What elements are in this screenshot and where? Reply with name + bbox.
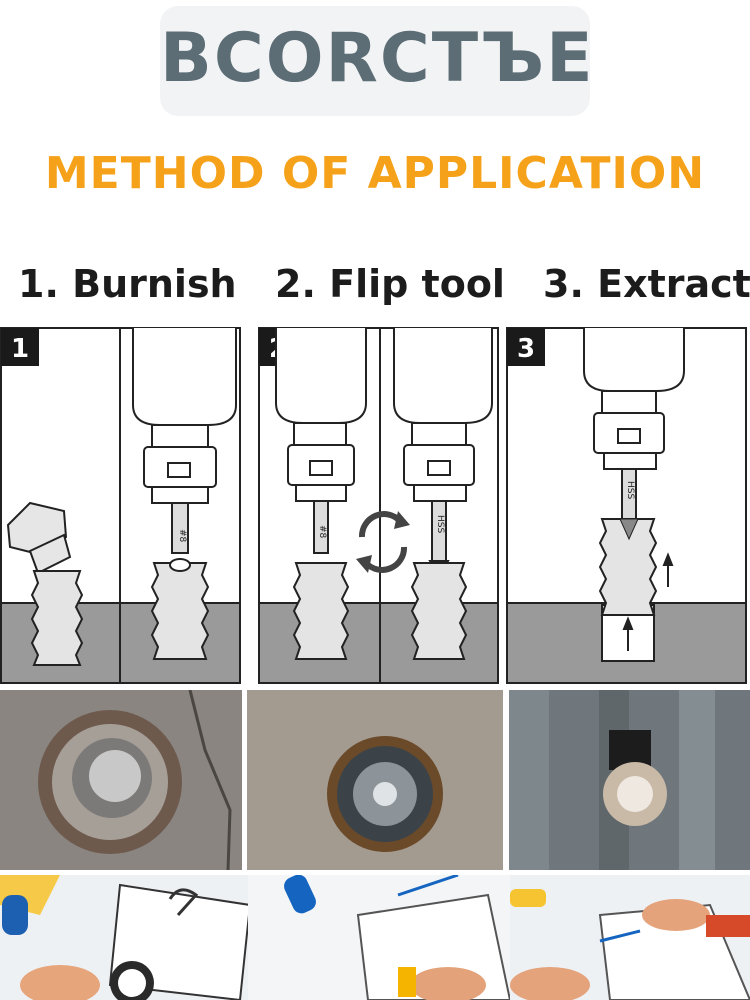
photo-burnished-bolt: [0, 690, 242, 870]
step-1-badge: [1, 328, 39, 366]
step-1-title: 1. Burnish: [18, 262, 237, 306]
drill-icon: #8: [275, 328, 367, 554]
threaded-stud-icon: [150, 558, 210, 660]
threaded-stud-icon: [30, 570, 84, 666]
scene-workers-right: [510, 875, 750, 1000]
brand-logo: BCORCTЪE: [160, 19, 595, 98]
step-1-diagram: 1 #8: [0, 325, 242, 685]
threaded-stud-icon: [410, 562, 468, 660]
step-3-badge: [507, 328, 545, 366]
svg-text:HSS: HSS: [435, 515, 445, 533]
photo-extracted-bolt: [509, 690, 750, 870]
svg-text:#8: #8: [177, 529, 187, 543]
svg-text:#8: #8: [317, 525, 327, 539]
broken-bolt-head-icon: [6, 501, 72, 575]
threaded-stud-icon: [598, 518, 658, 616]
step-3-title: 3. Extract: [543, 262, 750, 306]
drill-icon: HSS: [583, 328, 685, 522]
scene-workers-left: [0, 875, 248, 1000]
threaded-stud-icon: [292, 562, 350, 660]
step-3-diagram: 3 HSS: [506, 325, 748, 685]
photo-bit-in-bolt: [247, 690, 503, 870]
drill-icon: #8: [132, 328, 237, 554]
scene-workers-middle: [248, 875, 510, 1000]
step-3-number: 3: [517, 334, 535, 364]
brand-banner: [160, 6, 590, 116]
step-2-title: 2. Flip tool: [275, 262, 505, 306]
page-heading: METHOD OF APPLICATION: [44, 148, 706, 199]
svg-text:HSS: HSS: [625, 481, 635, 499]
step-1-number: 1: [11, 334, 29, 364]
flip-rotate-icon: [359, 511, 407, 573]
up-arrow-icon: [622, 552, 674, 651]
step-2-diagram: 2 #8 HSS: [258, 325, 500, 685]
